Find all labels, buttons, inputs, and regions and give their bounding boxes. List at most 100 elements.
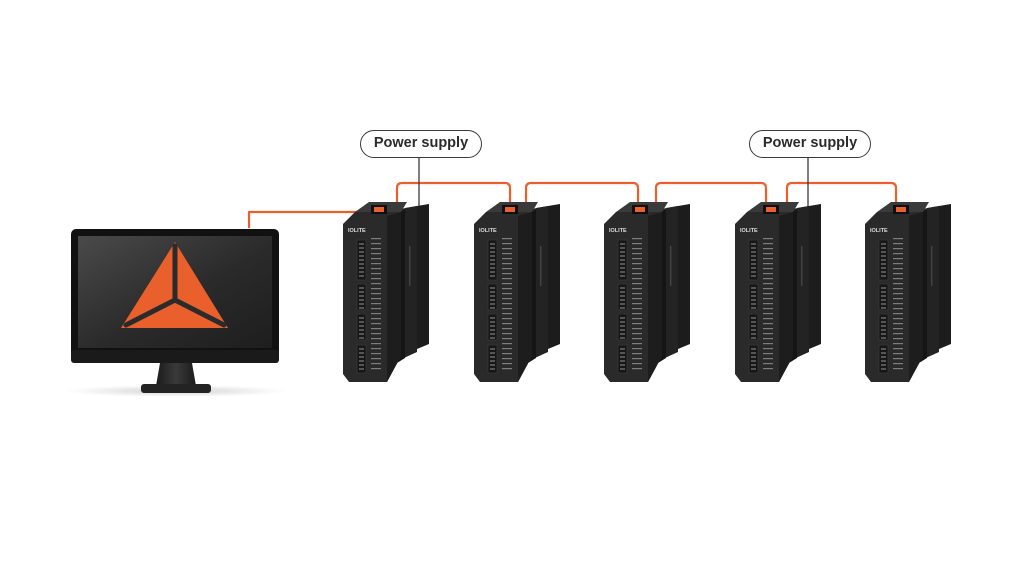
terminal-pin bbox=[881, 247, 886, 249]
device-pin-label-mark bbox=[371, 323, 381, 325]
device-pin-label-mark bbox=[632, 308, 642, 310]
device-pin-label-mark bbox=[632, 268, 642, 270]
device-pin-label-mark bbox=[893, 368, 903, 370]
terminal-pin bbox=[490, 348, 495, 350]
cable-device-1-to-device-2 bbox=[395, 181, 512, 204]
terminal-pin bbox=[359, 303, 364, 305]
device-pin-label-mark bbox=[632, 253, 642, 255]
device-pin-label-mark bbox=[502, 333, 512, 335]
terminal-pin bbox=[751, 368, 756, 370]
device-pin-label-mark bbox=[893, 293, 903, 295]
terminal-pin bbox=[881, 287, 886, 289]
device-pin-label-mark bbox=[632, 298, 642, 300]
device-pin-label-mark bbox=[893, 263, 903, 265]
terminal-pin bbox=[881, 325, 886, 327]
device-pin-label-mark bbox=[502, 253, 512, 255]
device-pin-label-mark bbox=[371, 268, 381, 270]
terminal-pin bbox=[359, 299, 364, 301]
device-pin-label-mark bbox=[502, 288, 512, 290]
device-pin-label-mark bbox=[371, 313, 381, 315]
terminal-pin bbox=[490, 317, 495, 319]
terminal-pin bbox=[620, 329, 625, 331]
device-pin-label-mark bbox=[371, 238, 381, 240]
terminal-pin bbox=[359, 263, 364, 265]
terminal-pin bbox=[751, 317, 756, 319]
device-pin-label-mark bbox=[502, 303, 512, 305]
terminal-pin bbox=[490, 356, 495, 358]
device-pin-label-mark bbox=[763, 323, 773, 325]
device-pin-label-mark bbox=[763, 313, 773, 315]
device-pin-label-mark bbox=[763, 348, 773, 350]
terminal-pin bbox=[881, 348, 886, 350]
device-pin-label-mark bbox=[893, 308, 903, 310]
power-supply-callout-1: Power supply bbox=[360, 130, 482, 158]
iolite-device-2: IOLITE bbox=[474, 202, 560, 382]
device-pin-label-mark bbox=[632, 303, 642, 305]
terminal-pin bbox=[359, 325, 364, 327]
cable-pc-to-device-1 bbox=[247, 210, 372, 228]
monitor-stand-base bbox=[141, 384, 211, 393]
terminal-pin bbox=[490, 329, 495, 331]
terminal-pin bbox=[751, 243, 756, 245]
device-terminal-block bbox=[748, 344, 759, 374]
device-pin-label-mark bbox=[763, 328, 773, 330]
terminal-pin bbox=[620, 287, 625, 289]
terminal-pin bbox=[751, 255, 756, 257]
terminal-pin bbox=[620, 247, 625, 249]
device-terminal-block bbox=[878, 344, 889, 374]
terminal-pin bbox=[620, 299, 625, 301]
device-pin-label-mark bbox=[632, 318, 642, 320]
device-pin-label-mark bbox=[371, 333, 381, 335]
terminal-pin bbox=[620, 368, 625, 370]
device-pin-label-mark bbox=[632, 273, 642, 275]
terminal-pin bbox=[751, 251, 756, 253]
device-pin-label-mark bbox=[371, 293, 381, 295]
terminal-pin bbox=[620, 348, 625, 350]
device-front-edge bbox=[779, 212, 793, 382]
device-pin-label-mark bbox=[763, 303, 773, 305]
device-pin-label-mark bbox=[893, 363, 903, 365]
device-pin-label-mark bbox=[632, 248, 642, 250]
device-front-edge bbox=[518, 212, 532, 382]
device-pin-label-mark bbox=[502, 363, 512, 365]
device-pin-label-mark bbox=[371, 258, 381, 260]
terminal-pin bbox=[751, 364, 756, 366]
device-pin-label-mark bbox=[502, 298, 512, 300]
device-pin-label-mark bbox=[763, 278, 773, 280]
device-pin-label-mark bbox=[371, 288, 381, 290]
terminal-pin bbox=[751, 271, 756, 273]
terminal-pin bbox=[751, 303, 756, 305]
device-pin-label-mark bbox=[893, 318, 903, 320]
device-pin-label-mark bbox=[893, 343, 903, 345]
terminal-pin bbox=[881, 356, 886, 358]
terminal-pin bbox=[881, 321, 886, 323]
device-pin-label-mark bbox=[502, 293, 512, 295]
device-pin-label-mark bbox=[371, 253, 381, 255]
device-pin-label-mark bbox=[371, 348, 381, 350]
device-pin-label-mark bbox=[893, 248, 903, 250]
terminal-pin bbox=[359, 352, 364, 354]
terminal-pin bbox=[751, 307, 756, 309]
terminal-pin bbox=[881, 267, 886, 269]
terminal-pin bbox=[620, 352, 625, 354]
device-pin-label-mark bbox=[893, 323, 903, 325]
device-pin-label-mark bbox=[502, 358, 512, 360]
device-pin-label-mark bbox=[502, 283, 512, 285]
device-port-led bbox=[505, 207, 515, 212]
device-pin-label-mark bbox=[632, 288, 642, 290]
device-port-led bbox=[766, 207, 776, 212]
device-pin-label-mark bbox=[632, 348, 642, 350]
device-terminal-block bbox=[487, 344, 498, 374]
terminal-pin bbox=[490, 303, 495, 305]
device-port-led bbox=[896, 207, 906, 212]
terminal-pin bbox=[881, 259, 886, 261]
terminal-pin bbox=[490, 259, 495, 261]
device-pin-label-mark bbox=[763, 268, 773, 270]
device-front-edge bbox=[909, 212, 923, 382]
device-pin-label-mark bbox=[893, 273, 903, 275]
terminal-pin bbox=[490, 368, 495, 370]
device-pin-label-mark bbox=[893, 288, 903, 290]
device-pin-label-mark bbox=[371, 243, 381, 245]
terminal-pin bbox=[490, 295, 495, 297]
terminal-pin bbox=[881, 291, 886, 293]
